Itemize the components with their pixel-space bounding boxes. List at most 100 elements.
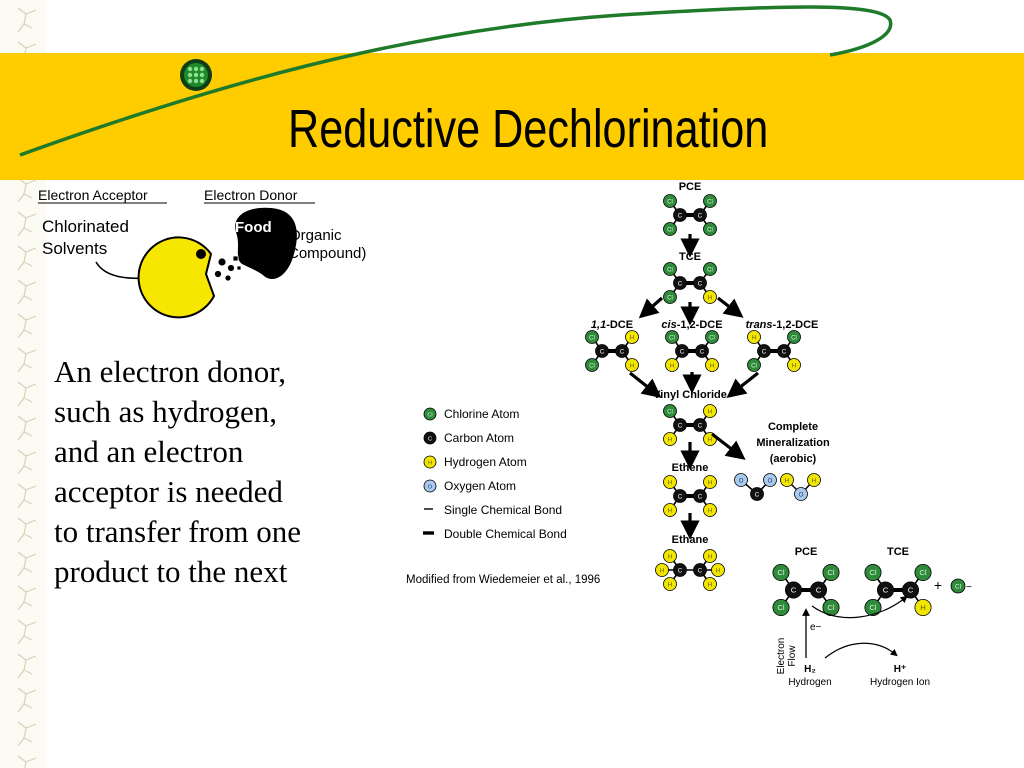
svg-text:H: H xyxy=(708,479,712,486)
carbon-atom: C xyxy=(777,344,791,358)
electron-flow-label-line2: Flow xyxy=(787,645,798,667)
slide-title: Reductive Dechlorination xyxy=(288,99,769,159)
body-line: to transfer from one xyxy=(54,514,302,549)
title-banner xyxy=(0,53,1024,180)
carbon-atom: C xyxy=(673,489,687,503)
chlorine-atom: Cl xyxy=(703,222,717,236)
svg-text:O: O xyxy=(739,477,744,484)
chlorine-atom: Cl xyxy=(663,290,677,304)
svg-text:Cl: Cl xyxy=(777,568,785,577)
svg-text:H: H xyxy=(630,334,634,341)
molecule-pattern-mark xyxy=(17,619,37,645)
svg-text:C: C xyxy=(680,348,685,355)
hydrogen-atom: H xyxy=(655,563,669,577)
hydrogen-ion-label: Hydrogen Ion xyxy=(870,677,930,688)
pathway-arrow xyxy=(717,296,744,318)
molecule-pattern-mark xyxy=(17,721,37,747)
oxygen-atom: O xyxy=(763,473,777,487)
tce-label: TCE xyxy=(679,251,701,263)
pathway-arrow xyxy=(726,371,759,398)
molecule-pattern-mark xyxy=(17,415,37,441)
molecule-pattern-mark xyxy=(17,7,37,33)
pathway-arrow xyxy=(638,296,664,319)
carbon-atom: C xyxy=(901,581,920,599)
svg-text:C: C xyxy=(883,585,889,594)
chlorine-atom: Cl xyxy=(705,330,719,344)
mineralization-label-line1: Complete xyxy=(768,421,818,433)
hydrogen-atom: H xyxy=(747,330,761,344)
carbon-atom: C xyxy=(876,581,895,599)
hydrogen-atom: H xyxy=(703,290,717,304)
chlorine-atom: Cl xyxy=(914,563,932,582)
chlorine-atom: Cl xyxy=(822,598,840,617)
molecule-pattern-mark xyxy=(17,211,37,237)
legend-item: Hydrogen Atom xyxy=(444,455,527,469)
body-line: such as hydrogen, xyxy=(54,394,277,429)
body-paragraph: An electron donor, such as hydrogen, and… xyxy=(54,352,384,592)
chloride-ion-label: − xyxy=(966,582,972,593)
vinyl-chloride-label: Vinyl Chloride xyxy=(653,389,727,401)
carbon-atom: C xyxy=(809,581,828,599)
svg-text:H: H xyxy=(708,436,712,443)
svg-text:H: H xyxy=(708,553,712,560)
molecule-pattern-mark xyxy=(17,585,37,611)
svg-text:C: C xyxy=(600,348,605,355)
svg-text:C: C xyxy=(678,212,683,219)
svg-text:H: H xyxy=(660,567,664,574)
chlorine-atom: Cl xyxy=(703,262,717,276)
svg-text:O: O xyxy=(799,491,804,498)
svg-text:H: H xyxy=(716,567,720,574)
dce-cis-label: cis-1,2-DCE xyxy=(661,319,722,331)
svg-text:C: C xyxy=(791,585,797,594)
hydrogen-atom: H xyxy=(705,358,719,372)
hydrogen-atom: H xyxy=(625,358,639,372)
hydrogen-atom: H xyxy=(663,475,677,489)
svg-text:Cl: Cl xyxy=(667,294,673,301)
h2-label: H₂ xyxy=(804,664,816,675)
svg-text:H: H xyxy=(708,294,712,301)
molecule-pattern-mark xyxy=(17,381,37,407)
legend-item: Single Chemical Bond xyxy=(444,503,562,517)
carbon-atom: C xyxy=(675,344,689,358)
oxygen-atom: O xyxy=(734,473,748,487)
hydrogen-atom: H xyxy=(663,577,677,591)
chlorine-atom: Cl xyxy=(747,358,761,372)
svg-text:H: H xyxy=(920,603,926,612)
svg-text:C: C xyxy=(700,348,705,355)
svg-text:H: H xyxy=(785,477,789,484)
legend-item: Chlorine Atom xyxy=(444,407,519,421)
svg-text:Cl: Cl xyxy=(667,226,673,233)
svg-text:Cl: Cl xyxy=(667,198,673,205)
svg-text:Cl: Cl xyxy=(827,603,835,612)
chlorine-atom: Cl xyxy=(663,194,677,208)
carbon-atom: C xyxy=(673,563,687,577)
carbon-atom: C xyxy=(673,418,687,432)
svg-text:H: H xyxy=(710,362,714,369)
ethane-label: Ethane xyxy=(672,534,709,546)
svg-text:H: H xyxy=(708,507,712,514)
h-plus-label: H⁺ xyxy=(894,664,907,675)
svg-text:H: H xyxy=(792,362,796,369)
legend: Chlorine Atom Carbon Atom Hydrogen Atom … xyxy=(406,407,600,586)
hydrogen-atom: H xyxy=(703,475,717,489)
reaction-pce-label: PCE xyxy=(795,546,818,558)
hydrogen-label: Hydrogen xyxy=(788,677,831,688)
svg-text:Cl: Cl xyxy=(667,266,673,273)
chlorine-atom: Cl xyxy=(772,563,790,582)
electron-transfer-arrow xyxy=(811,595,908,619)
svg-text:C: C xyxy=(678,422,683,429)
svg-text:C: C xyxy=(782,348,787,355)
svg-text:C: C xyxy=(755,491,760,498)
legend-item: Oxygen Atom xyxy=(444,479,516,493)
electron-donor-heading: Electron Donor xyxy=(204,187,298,203)
svg-text:O: O xyxy=(428,484,433,490)
molecule-pattern-mark xyxy=(17,279,37,305)
molecule-pattern-mark xyxy=(17,313,37,339)
hydrogen-atom: H xyxy=(423,455,437,469)
svg-text:C: C xyxy=(428,436,432,442)
carbon-atom: C xyxy=(693,418,707,432)
svg-text:Cl: Cl xyxy=(667,408,673,415)
mineralization-label-line3: (aerobic) xyxy=(770,453,817,465)
svg-text:Cl: Cl xyxy=(869,603,877,612)
